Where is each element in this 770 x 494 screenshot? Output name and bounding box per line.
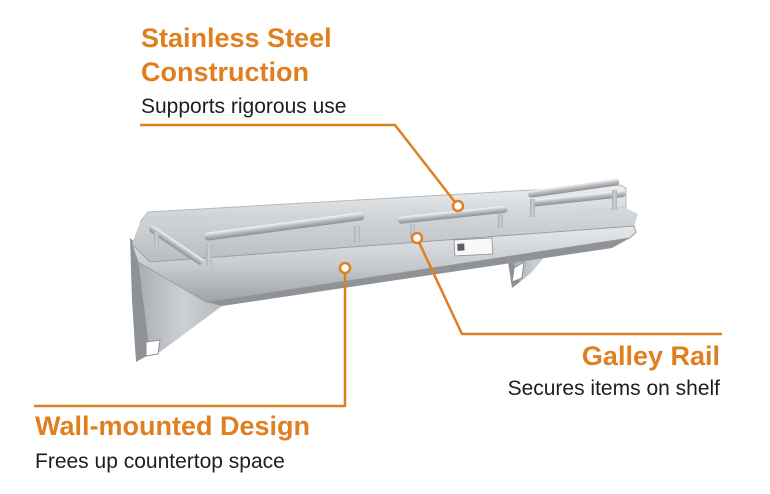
steel-title-line2: Construction bbox=[141, 57, 309, 87]
rail-callout-dot bbox=[410, 231, 424, 245]
wall-callout-dot bbox=[338, 261, 352, 275]
steel-callout-dot bbox=[451, 199, 465, 213]
rail-leader-line bbox=[415, 237, 722, 336]
rail-title: Galley Rail bbox=[581, 341, 720, 371]
steel-title-line1: Stainless Steel bbox=[141, 23, 332, 53]
wall-title: Wall-mounted Design bbox=[35, 411, 310, 441]
galley-rail bbox=[149, 178, 626, 266]
steel-leader-line bbox=[140, 123, 459, 207]
product-label-plate bbox=[453, 237, 494, 257]
shelf-top bbox=[132, 208, 638, 262]
steel-subtitle: Supports rigorous use bbox=[141, 95, 347, 118]
rail-subtitle: Secures items on shelf bbox=[507, 377, 720, 400]
wall-subtitle: Frees up countertop space bbox=[35, 450, 285, 473]
wall-leader-line bbox=[34, 268, 347, 408]
